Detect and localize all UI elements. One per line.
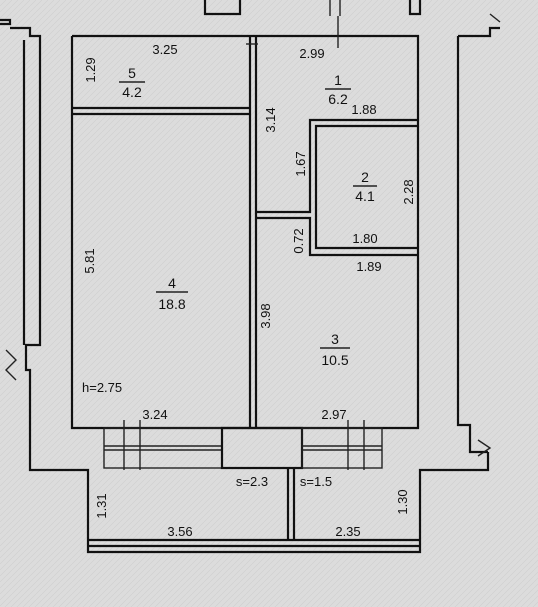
ceiling-height-note: h=2.75 [82, 380, 122, 395]
room-1-label: 1 6.2 [325, 72, 351, 107]
dim-balcony-left-width: 3.56 [167, 524, 192, 539]
room-3-label: 3 10.5 [320, 331, 350, 368]
dim-room2-left: 1.67 [293, 151, 308, 176]
dim-room3-height: 3.98 [258, 303, 273, 328]
interior-walls [72, 36, 418, 428]
room-4-area: 18.8 [158, 296, 185, 312]
balcony [88, 468, 420, 548]
dim-balcony-right-height: 1.30 [395, 489, 410, 514]
dim-room5-height: 1.29 [83, 57, 98, 82]
entry-marks [246, 16, 339, 48]
room-1-area: 6.2 [328, 91, 348, 107]
top-neighbour-walls [0, 0, 501, 26]
dim-balcony-right-width: 2.35 [335, 524, 360, 539]
dim-room2-height: 2.28 [401, 179, 416, 204]
room-3-number: 3 [331, 331, 339, 347]
dim-room3-width: 2.97 [321, 407, 346, 422]
room-2-area: 4.1 [355, 188, 375, 204]
room-5-number: 5 [128, 65, 136, 81]
room-2-number: 2 [361, 169, 369, 185]
dim-balcony-left-height: 1.31 [94, 493, 109, 518]
room-1-number: 1 [334, 72, 342, 88]
dim-room1-width: 2.99 [299, 46, 324, 61]
room-4-number: 4 [168, 275, 176, 291]
dim-room4-height: 5.81 [82, 248, 97, 273]
room-5-label: 5 4.2 [119, 65, 145, 100]
dim-room5-width: 3.25 [152, 42, 177, 57]
dim-room3-top: 1.89 [356, 259, 381, 274]
balcony-left-area: s=2.3 [236, 474, 268, 489]
room-5-area: 4.2 [122, 84, 142, 100]
dim-room2-width: 1.80 [352, 231, 377, 246]
dim-room1-lower: 1.88 [351, 102, 376, 117]
dim-room4-width: 3.24 [142, 407, 167, 422]
balcony-right-area: s=1.5 [300, 474, 332, 489]
outer-walls [5, 26, 500, 554]
south-windows [103, 420, 383, 470]
room-4-label: 4 18.8 [156, 275, 188, 312]
room-3-area: 10.5 [321, 352, 348, 368]
dim-corridor-width: 0.72 [291, 228, 306, 253]
room-2-label: 2 4.1 [353, 169, 377, 204]
dim-room1-height: 3.14 [263, 107, 278, 132]
